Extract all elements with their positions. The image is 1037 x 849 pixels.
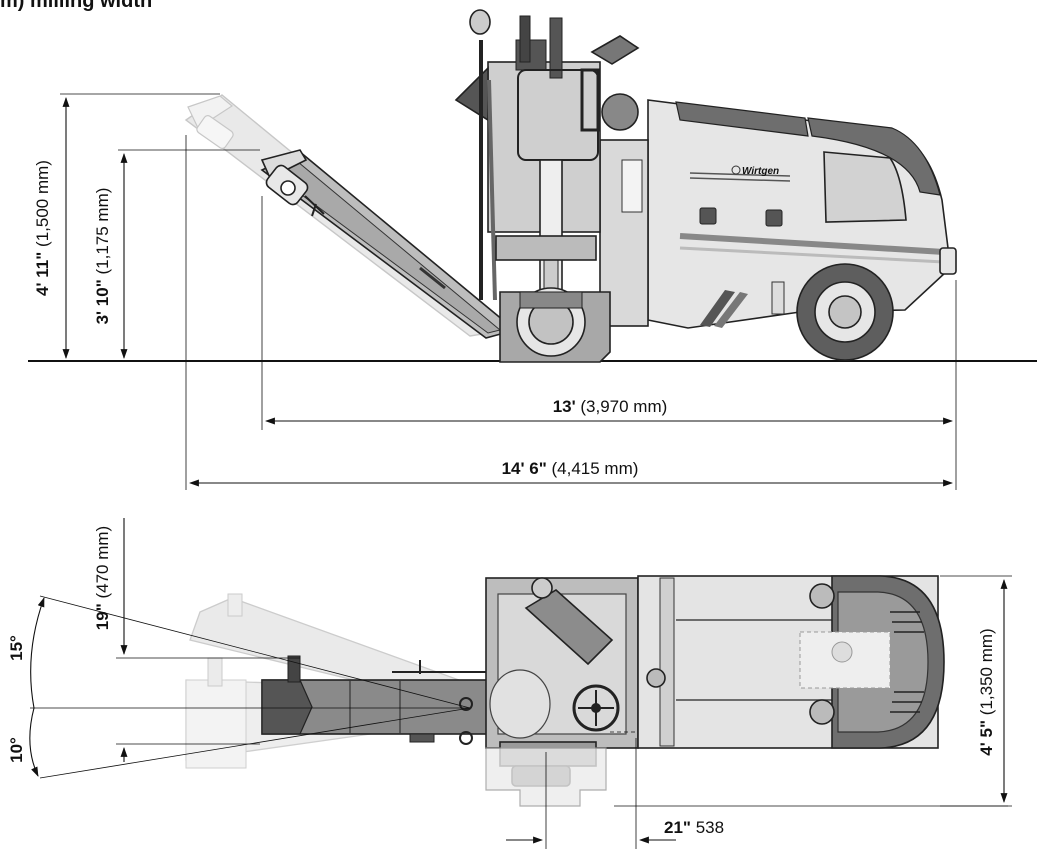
angle-down-label: 10° — [7, 737, 26, 763]
conveyor-offset-label: 19" (470 mm) — [93, 526, 112, 630]
rear-wheel-side — [796, 263, 894, 361]
rear-body-top — [637, 575, 945, 749]
top-view: 15° 10° 19" (470 mm) 4' 5" (1,350 mm) 21… — [7, 518, 1012, 849]
undercarriage-side — [499, 287, 611, 363]
total-height-label: 4' 11" (1,500 mm) — [33, 160, 52, 296]
machine-body-side: Wirtgen — [647, 99, 957, 329]
length-label: 13' (3,970 mm) — [553, 397, 668, 416]
side-view: Wirtgen — [28, 9, 1037, 490]
chassis-top — [459, 577, 639, 807]
angle-up-label: 15° — [7, 635, 26, 661]
header-title: m) milling width — [0, 0, 152, 12]
conveyor-top — [261, 655, 495, 743]
conveyor-height-label: 3' 10" (1,175 mm) — [93, 188, 112, 325]
angle-arc — [29, 597, 45, 777]
overall-length-label: 14' 6" (4,415 mm) — [502, 459, 639, 478]
operator-tower — [454, 9, 649, 327]
width-label: 4' 5" (1,350 mm) — [977, 628, 996, 755]
brand-logo: Wirtgen — [742, 166, 779, 177]
drum-offset-label: 21" 538 — [664, 818, 724, 837]
conveyor-side — [260, 149, 517, 339]
